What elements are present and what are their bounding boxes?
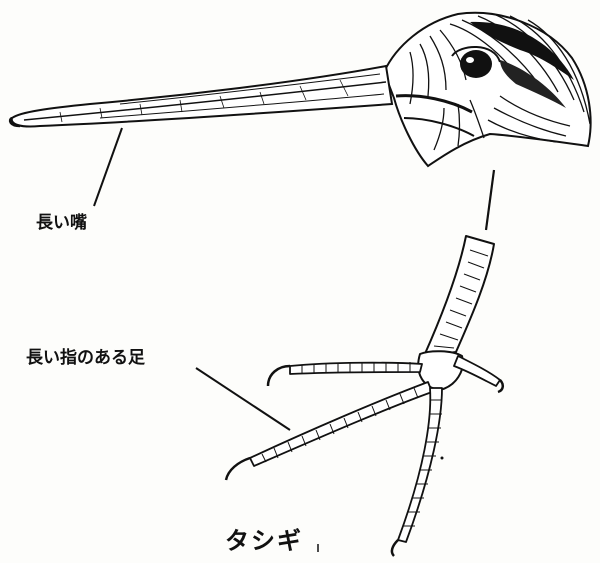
label-long-bill: 長い嘴 <box>36 208 87 233</box>
label-long-toed-foot: 長い指のある足 <box>26 343 145 368</box>
eye <box>460 50 492 78</box>
caption-species-name: タシギ <box>225 521 303 556</box>
neck-connector-line <box>486 170 494 230</box>
snipe-head <box>384 13 591 166</box>
leader-line-bill <box>94 128 122 206</box>
long-bill <box>10 66 392 127</box>
leader-line-foot <box>196 368 290 430</box>
speck-mark <box>441 457 444 460</box>
long-toed-foot <box>226 236 503 556</box>
